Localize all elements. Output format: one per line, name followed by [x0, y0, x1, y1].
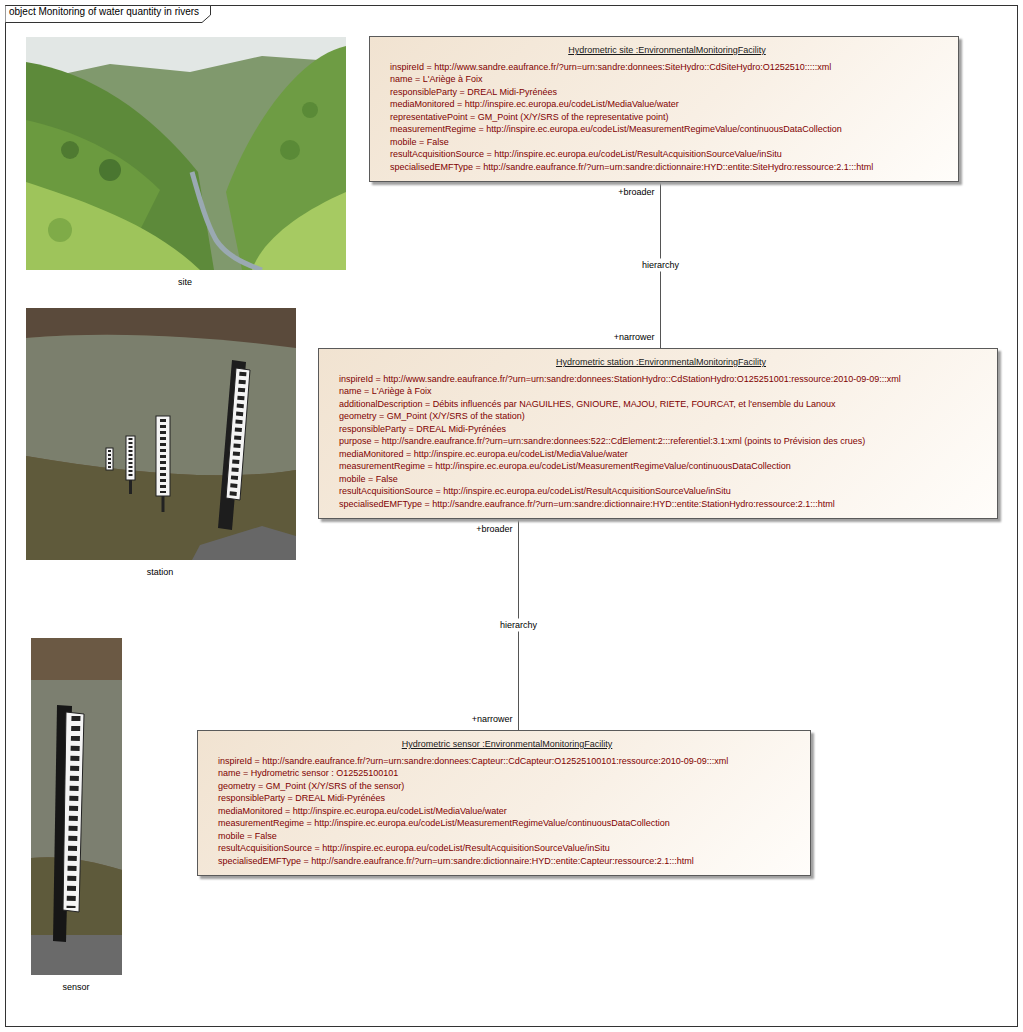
object-title: Hydrometric site :EnvironmentalMonitorin…	[568, 44, 766, 57]
bank	[26, 308, 296, 560]
attribute-line: resultAcquisitionSource = http://inspire…	[218, 842, 610, 855]
slab	[192, 526, 296, 560]
slab	[31, 935, 122, 975]
object-box: Hydrometric station :EnvironmentalMonito…	[318, 348, 998, 519]
gauge-marks	[108, 450, 111, 468]
gauge	[156, 416, 170, 496]
attribute-line: name = L'Ariège à Foix	[339, 385, 432, 398]
object-title: Hydrometric sensor :EnvironmentalMonitor…	[402, 738, 613, 751]
foreground	[252, 192, 346, 270]
attribute-line: geometry = GM_Point (X/Y/SRS of the stat…	[339, 410, 525, 423]
attribute-line: inspireId = http://www.sandre.eaufrance.…	[339, 373, 901, 386]
attribute-line: mediaMonitored = http://inspire.ec.europ…	[339, 448, 628, 461]
attribute-line: geometry = GM_Point (X/Y/SRS of the sens…	[218, 780, 404, 793]
attribute-line: specialisedEMFType = http://sandre.eaufr…	[218, 855, 694, 868]
attribute-line: inspireId = http://www.sandre.eaufrance.…	[390, 61, 831, 74]
tree	[280, 140, 300, 160]
diagram-frame	[6, 6, 1018, 1027]
bank	[31, 638, 122, 975]
gauge-marks	[160, 419, 166, 493]
tree	[99, 159, 121, 181]
image-caption: sensor	[62, 982, 89, 993]
gauge	[106, 448, 113, 470]
attribute-line: mobile = False	[218, 830, 277, 843]
right-hill	[226, 46, 346, 270]
attribute-line: resultAcquisitionSource = http://inspire…	[390, 148, 782, 161]
object-box: Hydrometric sensor :EnvironmentalMonitor…	[197, 730, 811, 876]
gauge	[63, 712, 84, 912]
station-photo	[26, 308, 296, 560]
frame-tab-outline	[6, 6, 211, 23]
association-name: hierarchy	[498, 618, 539, 631]
attribute-line: mediaMonitored = http://inspire.ec.europ…	[218, 805, 507, 818]
tree	[61, 141, 79, 159]
attribute-line: representativePoint = GM_Point (X/Y/SRS …	[390, 111, 668, 124]
attribute-line: responsibleParty = DREAL Midi-Pyrénées	[339, 423, 506, 436]
attribute-line: purpose = http://sandre.eaufrance.fr/?ur…	[339, 435, 865, 448]
gauge-marks	[129, 438, 133, 478]
attribute-line: measurementRegime = http://inspire.ec.eu…	[218, 817, 670, 830]
object-box: Hydrometric site :EnvironmentalMonitorin…	[369, 36, 959, 182]
tree	[302, 102, 318, 118]
gauge-post	[129, 480, 132, 494]
gauge	[226, 368, 250, 500]
attribute-line: specialisedEMFType = http://sandre.eaufr…	[390, 161, 873, 174]
attribute-line: resultAcquisitionSource = http://inspire…	[339, 485, 731, 498]
river	[192, 172, 262, 270]
role-label: +narrower	[614, 332, 655, 343]
gauge-post	[162, 496, 165, 512]
attribute-line: measurementRegime = http://inspire.ec.eu…	[339, 460, 791, 473]
staff-gauges	[106, 360, 250, 530]
site-photo	[26, 37, 346, 270]
left-hill	[26, 62, 214, 270]
frame-title: object Monitoring of water quantity in r…	[9, 6, 199, 18]
object-title: Hydrometric station :EnvironmentalMonito…	[556, 356, 766, 369]
attribute-line: responsibleParty = DREAL Midi-Pyrénées	[390, 86, 557, 99]
attribute-line: mobile = False	[390, 136, 449, 149]
sky	[26, 37, 346, 270]
frame-tab	[6, 6, 211, 23]
attribute-line: specialisedEMFType = http://sandre.eaufr…	[339, 498, 835, 511]
attribute-line: additionalDescription = Débits influencé…	[339, 398, 836, 411]
attribute-line: mobile = False	[339, 473, 398, 486]
role-label: +broader	[476, 524, 512, 535]
gauge-marks	[233, 372, 243, 496]
foreground	[26, 182, 200, 270]
attribute-line: responsibleParty = DREAL Midi-Pyrénées	[218, 792, 385, 805]
image-caption: station	[147, 567, 174, 578]
gauge-marks	[71, 716, 76, 908]
sensor-photo	[31, 638, 122, 975]
attribute-line: measurementRegime = http://inspire.ec.eu…	[390, 123, 842, 136]
attribute-line: mediaMonitored = http://inspire.ec.europ…	[390, 98, 679, 111]
attribute-line: name = Hydrometric sensor : O12525100101	[218, 767, 398, 780]
association-name: hierarchy	[640, 259, 681, 272]
attribute-line: name = L'Ariège à Foix	[390, 73, 483, 86]
role-label: +broader	[618, 187, 654, 198]
gauge	[126, 436, 135, 480]
image-caption: site	[178, 277, 192, 288]
attribute-line: inspireId = http://sandre.eaufrance.fr/?…	[218, 755, 728, 768]
tree	[48, 218, 72, 242]
role-label: +narrower	[472, 714, 513, 725]
